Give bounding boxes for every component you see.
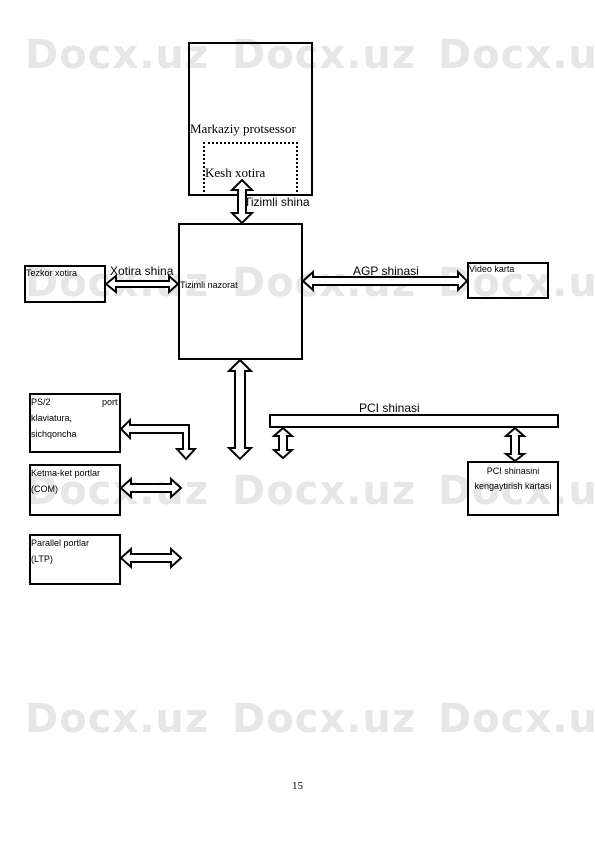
pci-connector-arrow-left [271,426,295,460]
watermark: Docx.uz [232,32,417,78]
ltp-port-box [29,534,121,585]
cache-box [203,142,298,196]
pci-bus-label: PCI shinasi [359,401,420,415]
ram-label: Tezkor xotira [26,268,78,278]
memory-bus-arrow [104,273,180,295]
watermark: Docx.uz [232,696,417,742]
ps2-label-line3: sichqoncha [31,429,77,439]
controller-down-arrow [226,358,254,461]
ltp-bus-arrow [119,546,183,570]
system-controller-label: Tizimli nazorat [180,280,238,290]
watermark: Docx.uz [25,32,210,78]
cpu-label: Markaziy protsessor [190,121,296,136]
video-card-box [467,262,549,299]
watermark: Docx.uz [25,696,210,742]
ps2-label-line1-right: port [102,397,118,407]
page-number: 15 [292,780,303,792]
com-port-box [29,464,121,516]
ps2-label-line2: klaviatura, [31,413,73,423]
memory-bus-label: Xotira shina [110,264,174,278]
pci-bus-bar [269,414,559,428]
pci-connector-arrow-right [503,426,527,463]
com-bus-arrow [119,476,183,500]
watermark: Docx.uz [438,696,595,742]
watermark: Docx.uz [232,468,417,514]
com-label-line2: (COM) [31,484,58,494]
video-card-label: Video karta [469,264,515,274]
pci-card-box [467,461,559,516]
com-label-line1: Ketma-ket portlar [31,468,101,478]
agp-bus-label: AGP shinasi [353,264,419,278]
pci-card-label-line1: PCI shinasini [486,466,540,476]
watermark: Docx.uz [438,468,595,514]
ps2-label-line1: PS/2 [31,397,51,407]
watermark: Docx.uz [438,32,595,78]
ps2-port-box [29,393,121,453]
agp-bus-arrow [301,269,469,293]
system-bus-label: Tizimli shina [244,195,310,209]
ltp-label-line1: Parallel portlar [31,538,90,548]
ps2-bus-arrow [119,417,198,461]
pci-card-label-line2: kengaytirish kartasi [474,481,552,491]
ltp-label-line2: (LTP) [31,554,53,564]
system-bus-arrow [229,178,255,225]
cache-label: Kesh xotira [205,165,266,180]
system-controller-box [178,223,303,360]
